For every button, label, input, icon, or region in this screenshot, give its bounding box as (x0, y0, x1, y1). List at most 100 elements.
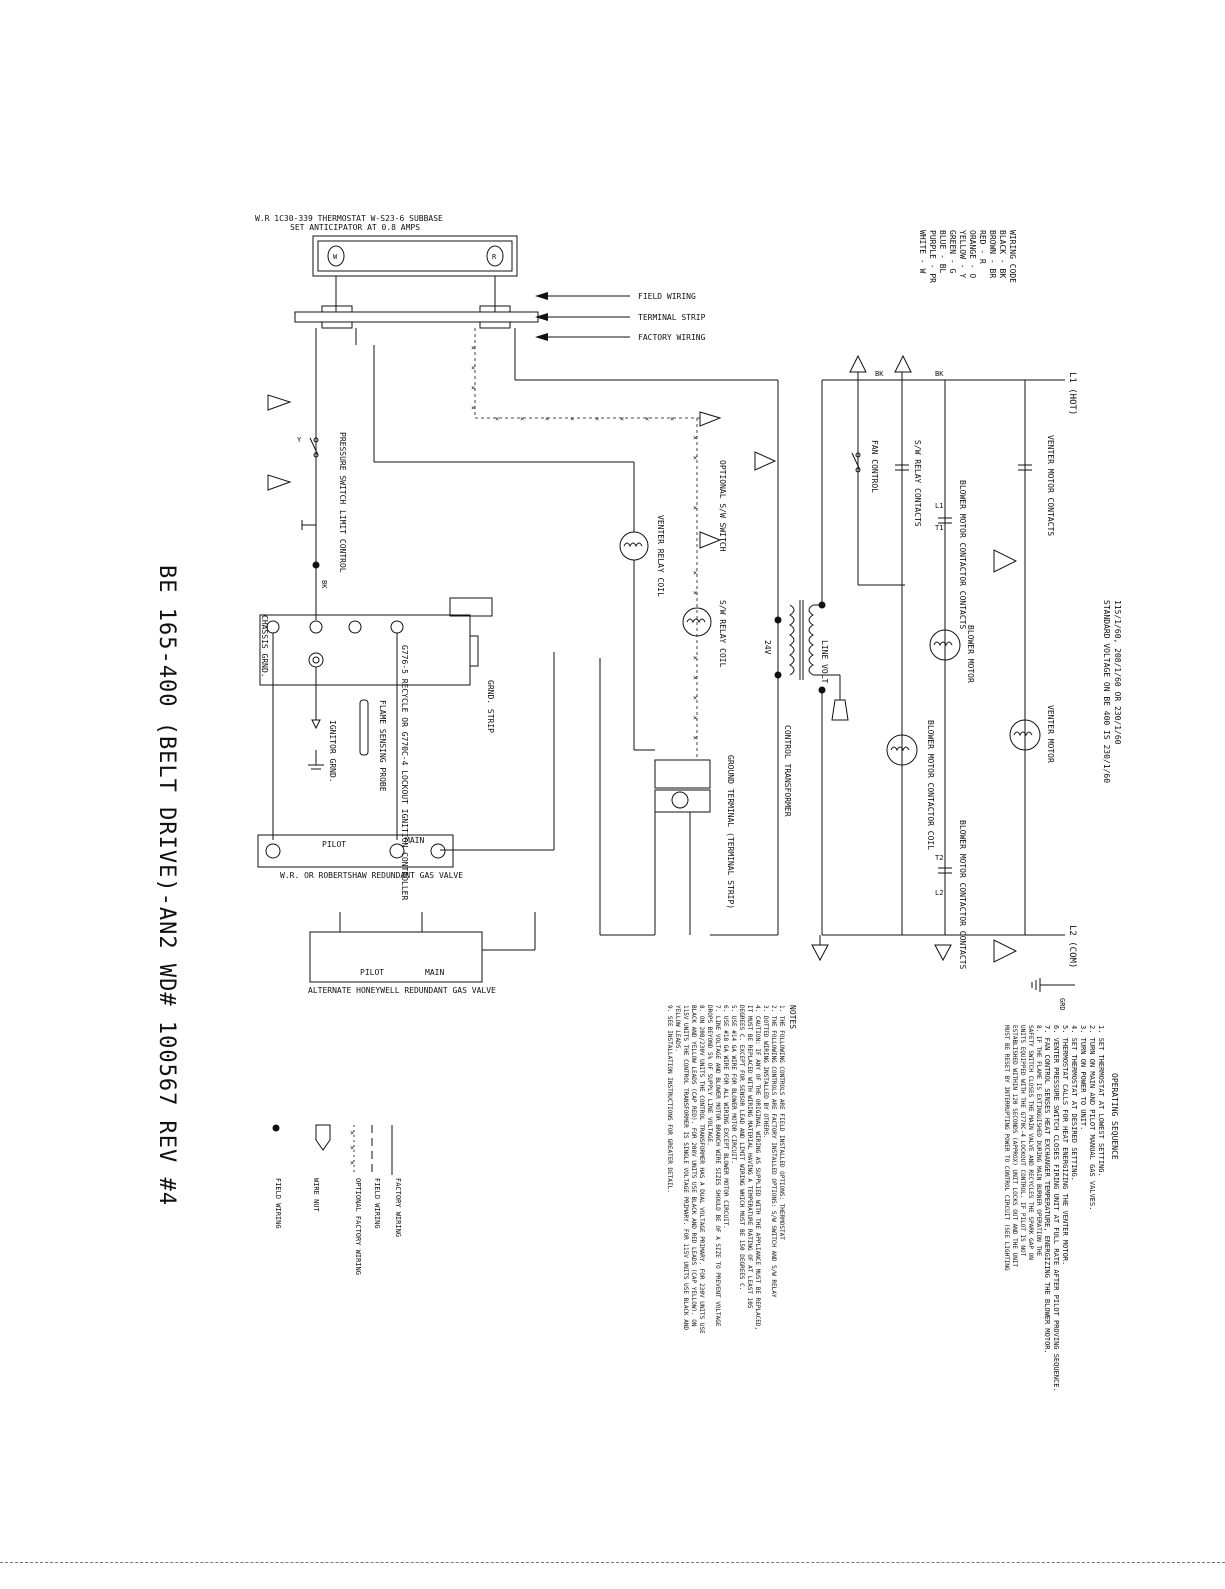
op-step-8: 8. IF THE FLAME IS EXTINGUISHED DURING M… (1003, 1025, 1042, 1271)
wiring-code-title: WIRING CODE (1008, 230, 1017, 283)
thermostat-term-r-label: R (492, 253, 497, 261)
svg-text:×: × (693, 504, 697, 512)
svg-text:×: × (670, 415, 674, 423)
alt-pilot-label: PILOT (360, 968, 384, 977)
page-bottom-dash (0, 1562, 1225, 1563)
wiring-code-item: ORANGE - O (968, 230, 977, 278)
wiring-code-item: PURPLE - PR (928, 230, 937, 283)
svg-text:×: × (350, 1159, 354, 1167)
terminal-r (479, 305, 511, 313)
op-step: 4. SET THERMOSTAT AT DESIRED SETTING. (1070, 1025, 1078, 1181)
wiring-code-item: WHITE - W (918, 230, 927, 274)
control-transformer (789, 380, 841, 935)
wiring-code-item: BLUE - BL (938, 230, 947, 274)
svg-text:×: × (350, 1129, 354, 1137)
note-item: 8. ON 208/230V UNITS THE CONTROL TRANSFO… (674, 1005, 705, 1334)
note-triangle-3 (993, 939, 1018, 963)
thermostat-label-2: SET ANTICIPATOR AT 0.8 AMPS (290, 223, 420, 232)
low-voltage-wiring (315, 328, 779, 936)
line-volt-label: LINE VOLT (820, 640, 829, 684)
main-label: MAIN (405, 836, 424, 845)
venter-relay-coil-label: VENTER RELAY COIL (656, 515, 665, 597)
blower-contactor-contacts-t1 (938, 517, 952, 524)
thermostat-label-1: W.R 1C30-339 THERMOSTAT W-S23-6 SUBBASE (255, 214, 443, 223)
operating-sequence-title: OPERATING SEQUENCE (1110, 1073, 1119, 1160)
thermostat-terminal-w (327, 245, 345, 267)
op-step: 7. FAN CONTROL SENSES HEAT EXCHANGER TEM… (1043, 1025, 1051, 1354)
thermostat-inner (317, 240, 513, 272)
note-triangle-1b (267, 474, 292, 491)
optional-wiring (474, 328, 700, 760)
field-wiring-label: FIELD WIRING (638, 292, 696, 301)
alt-gas-valve (309, 931, 483, 983)
op-step: 6. VENTER PRESSURE SWITCH CLOSES FIRING … (1052, 1025, 1060, 1392)
l1-connector-a (849, 354, 867, 373)
ground-terminal-bottom (654, 789, 711, 813)
venter-relay-coil (619, 531, 649, 561)
thermostat-term-w-label: W (333, 253, 338, 261)
sw-relay-contacts-label: S/W RELAY CONTACTS (913, 440, 922, 527)
svg-text:×: × (693, 589, 697, 597)
legend-field-wiring: FIELD WIRING (373, 1178, 381, 1229)
l1-bk-label-2: BK (935, 370, 944, 378)
transformer-cap (831, 699, 849, 721)
terminal-w (321, 305, 353, 313)
svg-text:×: × (693, 454, 697, 462)
svg-text:×: × (620, 415, 624, 423)
thermostat-outer (312, 235, 518, 277)
sw-relay-coil-label: S/W RELAY COIL (718, 600, 727, 668)
svg-text:×: × (520, 415, 524, 423)
wire-label-y: Y (297, 436, 302, 444)
svg-text:×: × (471, 344, 475, 352)
gas-valve (257, 834, 454, 868)
l2-connector-b (934, 944, 952, 962)
wiring-code-item: YELLOW - Y (958, 230, 967, 278)
svg-text:×: × (693, 434, 697, 442)
factory-wiring-label: FACTORY WIRING (638, 333, 706, 342)
wiring-code-item: RED - R (978, 230, 987, 264)
l2-connector-a (811, 944, 829, 962)
legend-wire-nut: WIRE NUT (312, 1178, 320, 1213)
svg-text:×: × (693, 654, 697, 662)
optional-sw-switch-label: OPTIONAL S/W SWITCH (718, 460, 727, 552)
svg-text:×: × (693, 569, 697, 577)
blower-motor-label: BLOWER MOTOR (966, 625, 975, 683)
l1-bk-label: BK (875, 370, 884, 378)
ground-symbol (1031, 978, 1075, 992)
field-connector-1 (699, 411, 722, 427)
legend-optional-factory-wiring: OPTIONAL FACTORY WIRING (354, 1178, 362, 1275)
ignitor-label: IGNITOR GRND. (328, 720, 337, 783)
limit-control (301, 508, 317, 540)
gas-valve-label: W.R. OR ROBERTSHAW REDUNDANT GAS VALVE (280, 871, 463, 880)
venter-motor-label: VENTER MOTOR (1046, 705, 1055, 763)
l2-label: L2 (935, 889, 943, 897)
wiring-code-block: WIRING CODE BLACK - BK BROWN - BR RED - … (918, 230, 1017, 283)
field-connector-2 (699, 531, 722, 549)
notes-title: NOTES (788, 1005, 797, 1029)
pilot-label: PILOT (322, 840, 346, 849)
wiring-code-item: BLACK - BK (998, 230, 1007, 278)
note-item: 7. LINE VOLTAGE AND BLOWER MOTOR BRANCH … (706, 1005, 721, 1327)
blower-contactor-contacts-t2 (938, 867, 952, 874)
24v-label: 24V (763, 640, 772, 655)
drawing-title: BE 165-400 (BELT DRIVE)-AN2 WD# 100567 R… (154, 565, 179, 1206)
notes-block: NOTES 1. THE FOLLOWING CONTROLS ARE FIEL… (666, 1005, 797, 1334)
svg-text:×: × (693, 694, 697, 702)
svg-text:×: × (495, 415, 499, 423)
pressure-switch (309, 437, 319, 458)
blower-contactor-coil-label: BLOWER MOTOR CONTACTOR COIL (926, 720, 935, 850)
thermostat-terminal-r (486, 245, 504, 267)
t2-label: T2 (935, 854, 943, 862)
l1-connector-b (894, 354, 912, 373)
flame-probe (359, 699, 369, 756)
venter-motor (1009, 719, 1041, 751)
pressure-switch-label: PRESSURE SWITCH (338, 432, 347, 504)
blower-motor (929, 629, 961, 661)
ground-terminal-label: GROUND TERMINAL (TERMINAL STRIP) (726, 755, 735, 909)
op-step: 5. THERMOSTAT CALLS FOR HEAT ENERGIZING … (1061, 1025, 1069, 1265)
note-triangle-2 (993, 549, 1018, 573)
svg-text:×: × (645, 415, 649, 423)
svg-text:×: × (595, 415, 599, 423)
voltage-line-2: STANDARD VOLTAGE ON BE 400 IS 230/1/60 (1102, 600, 1111, 783)
operating-sequence-block: OPERATING SEQUENCE 1. SET THERMOSTAT AT … (1003, 1025, 1119, 1392)
